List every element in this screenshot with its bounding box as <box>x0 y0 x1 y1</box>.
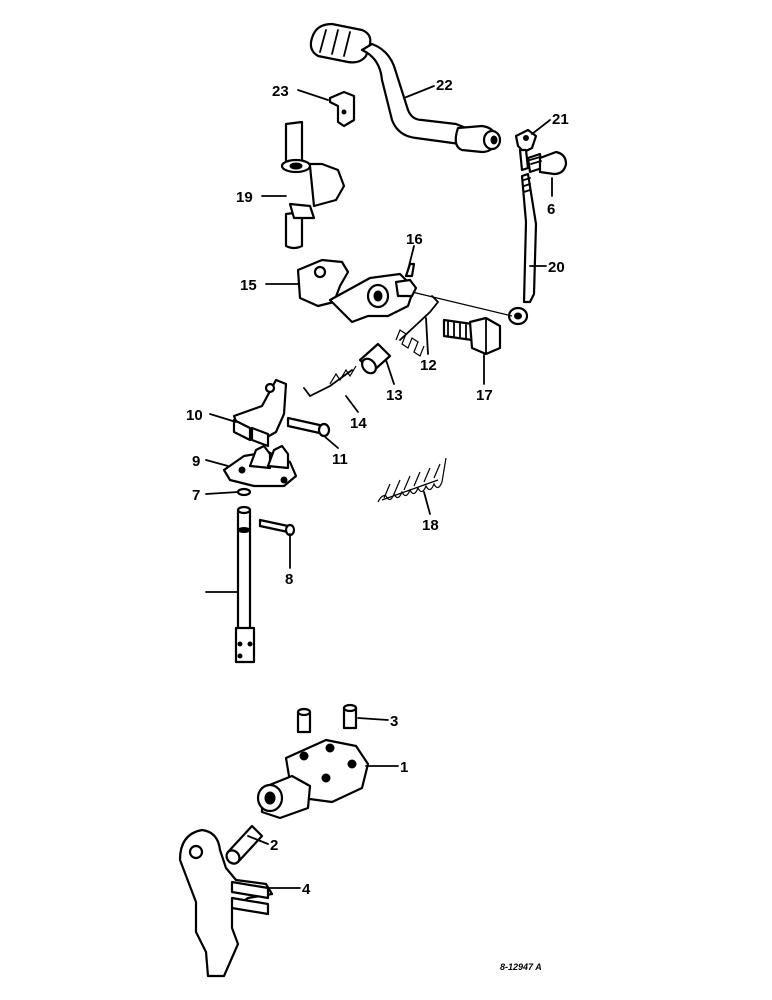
callout-6: 6 <box>547 201 555 218</box>
part-6-bolt <box>526 150 568 176</box>
part-13-sleeve <box>358 342 392 375</box>
part-10-yoke <box>232 378 288 448</box>
callout-20: 20 <box>548 259 565 276</box>
callout-23: 23 <box>272 83 289 100</box>
callout-2: 2 <box>270 837 278 854</box>
part-8-pin <box>258 518 296 537</box>
leader-lines <box>205 85 553 889</box>
callout-3: 3 <box>390 713 398 730</box>
callout-11: 11 <box>332 451 348 468</box>
callout-labels: 22 23 21 6 19 16 20 15 12 17 13 14 10 11… <box>186 77 569 898</box>
part-11-pin <box>286 416 331 438</box>
callout-7: 7 <box>192 487 200 504</box>
part-20-shift-rod <box>411 172 538 326</box>
part-14-pin <box>303 365 357 398</box>
part-22-shift-lever <box>309 22 502 154</box>
part-9-base <box>222 444 298 488</box>
part-19-collar <box>280 120 346 250</box>
part-15-plate <box>296 258 350 308</box>
part-18-spring <box>377 457 447 503</box>
callout-15: 15 <box>240 277 257 294</box>
callout-1: 1 <box>400 759 408 776</box>
callout-22: 22 <box>436 77 453 94</box>
part-4-fork <box>178 828 274 978</box>
callout-8: 8 <box>285 571 293 588</box>
drawing-reference: 8-12947 A <box>500 962 542 972</box>
part-23-bracket <box>328 90 356 128</box>
callout-16: 16 <box>406 231 423 248</box>
part-17-bolt <box>442 316 502 356</box>
part-2-pin <box>225 824 264 865</box>
callout-4: 4 <box>302 881 311 898</box>
callout-12: 12 <box>420 357 437 374</box>
callout-14: 14 <box>350 415 367 432</box>
part-21-clevis <box>514 128 538 172</box>
callout-17: 17 <box>476 387 493 404</box>
part-16-interlock <box>328 262 418 324</box>
callout-13: 13 <box>386 387 403 404</box>
callout-19: 19 <box>236 189 253 206</box>
callout-10: 10 <box>186 407 203 424</box>
part-3-dowels <box>296 703 358 734</box>
part-1-housing <box>256 738 370 820</box>
part-7-snap-ring <box>236 487 252 497</box>
callout-9: 9 <box>192 453 200 470</box>
callout-18: 18 <box>422 517 439 534</box>
shift-rail <box>234 505 256 664</box>
part-12-pin <box>395 295 440 357</box>
callout-21: 21 <box>552 111 569 128</box>
